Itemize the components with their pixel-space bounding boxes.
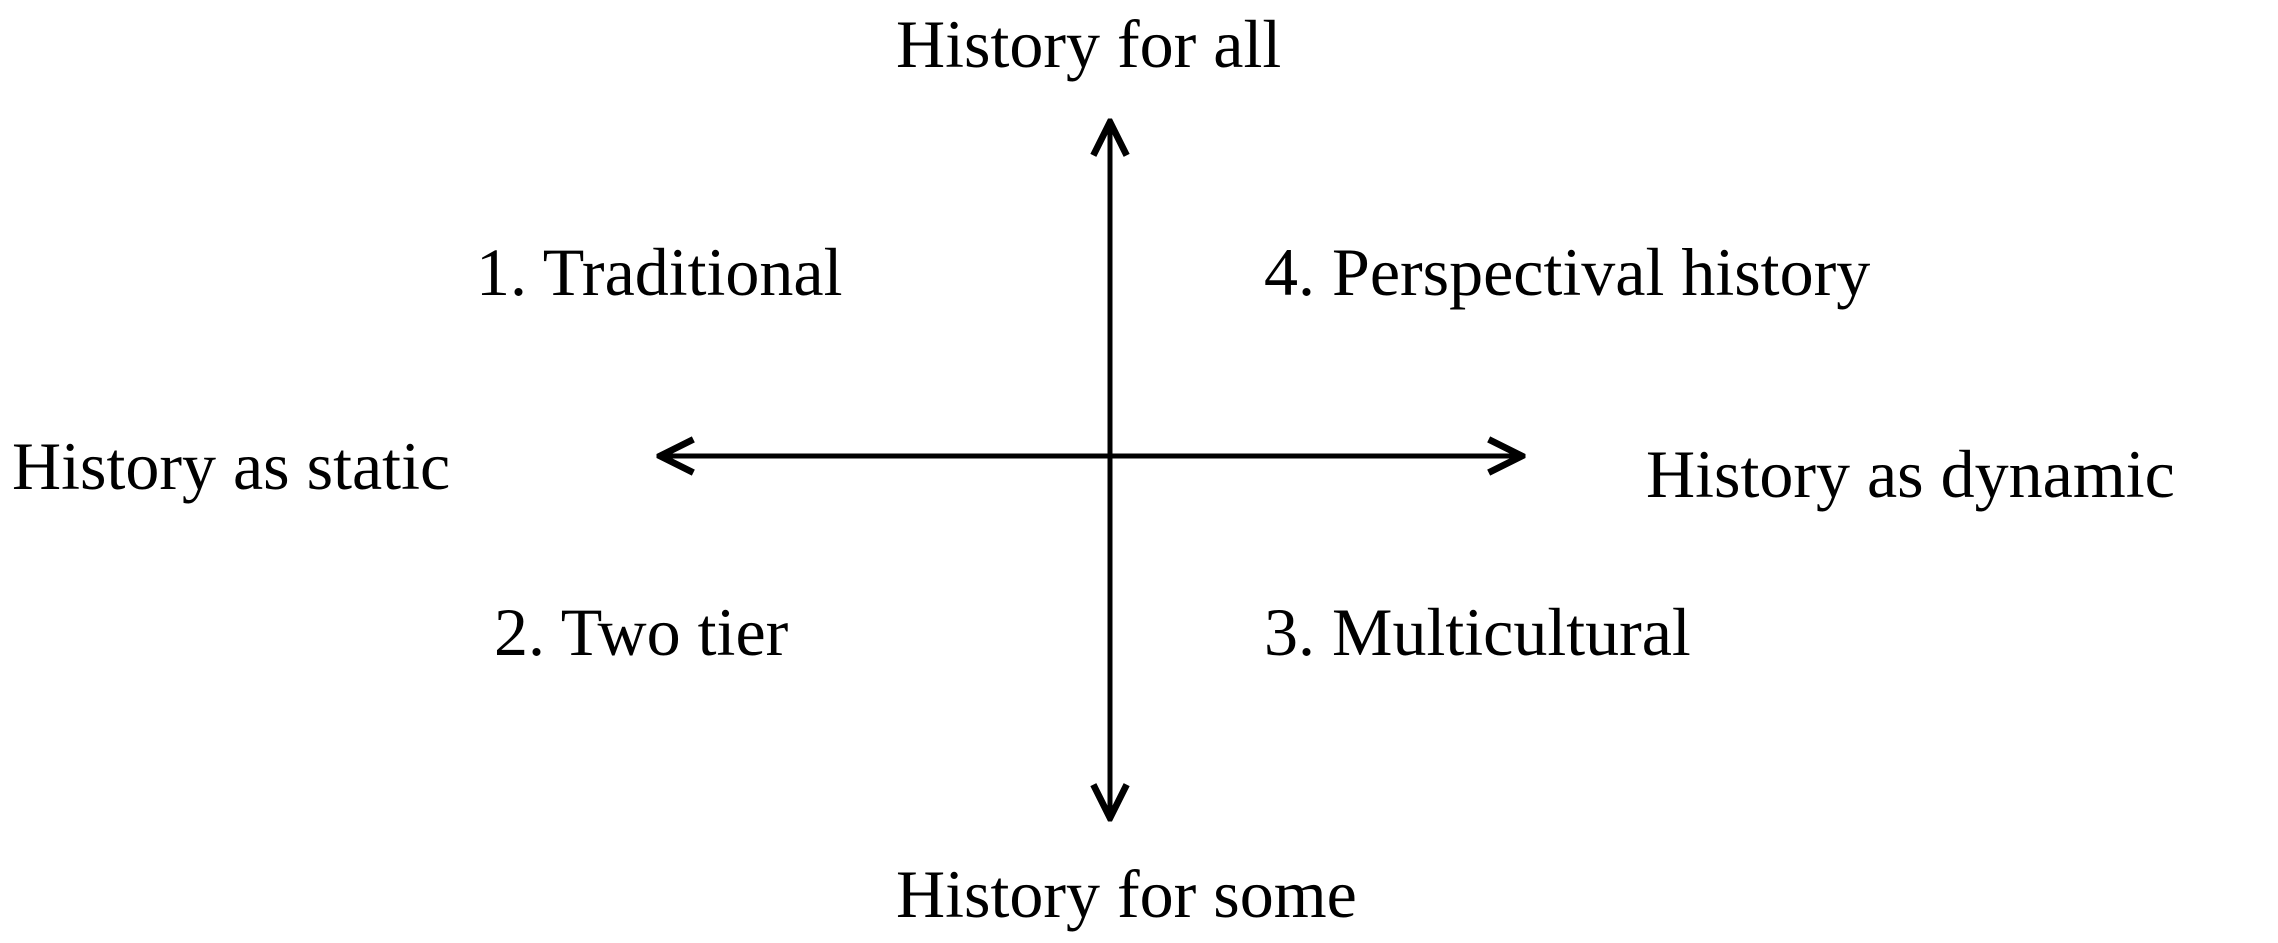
- axis-label-left: History as static: [12, 428, 451, 504]
- axis-label-top: History for all: [896, 6, 1282, 82]
- axis-label-bottom: History for some: [896, 856, 1357, 932]
- quadrant-label-two-tier: 2. Two tier: [494, 594, 789, 670]
- axis-label-right: History as dynamic: [1646, 436, 2175, 512]
- quadrant-label-perspectival-history: 4. Perspectival history: [1264, 234, 1871, 310]
- quadrant-label-multicultural: 3. Multicultural: [1264, 594, 1691, 670]
- quadrant-label-traditional: 1. Traditional: [476, 234, 843, 310]
